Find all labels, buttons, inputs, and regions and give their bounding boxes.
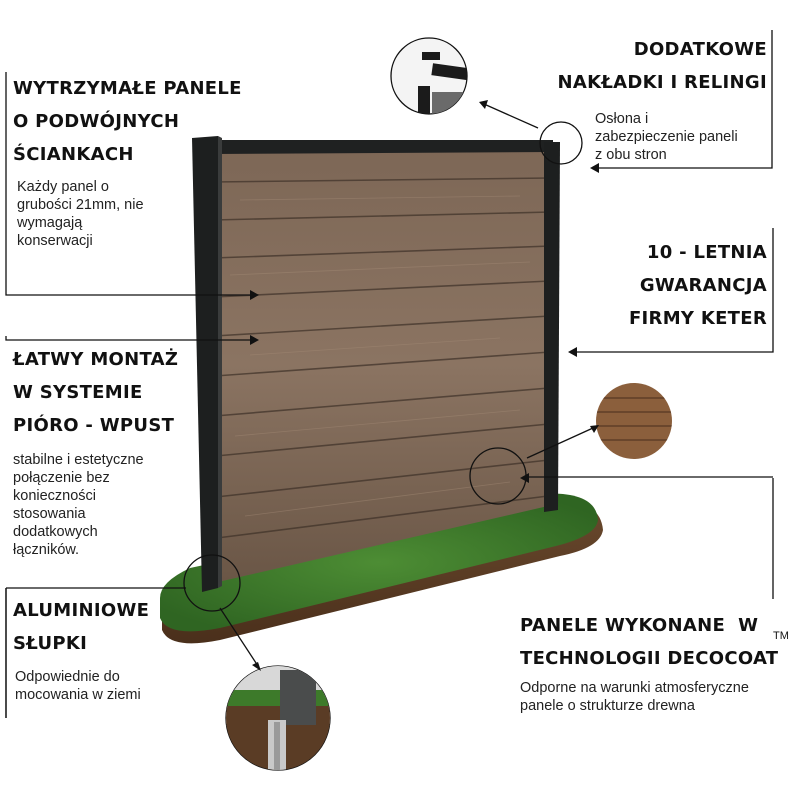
cap-detail-image — [390, 37, 468, 115]
wood-texture-swatch — [596, 383, 672, 459]
trademark-mark: TM — [773, 630, 789, 642]
callout-lines — [5, 30, 774, 718]
mounting-heading: ŁATWY MONTAŻ W SYSTEMIE PIÓRO - WPUST — [13, 349, 179, 436]
mounting-description: stabilne i estetyczne połączenie bez kon… — [13, 452, 144, 558]
aluminium-posts — [192, 136, 560, 592]
posts-description: Odpowiednie do mocowania w ziemi — [15, 669, 141, 703]
caps-description: Osłona i zabezpieczenie paneli z obu str… — [595, 111, 738, 163]
caps-heading: DODATKOWE NAKŁADKI I RELINGI — [557, 39, 767, 93]
ground-post-detail-image — [225, 665, 331, 771]
panels-heading: WYTRZYMAŁE PANELE O PODWÓJNYCH ŚCIANKACH — [13, 78, 242, 165]
decocoat-heading: PANELE WYKONANE W TECHNOLOGII DECOCOAT — [520, 615, 779, 669]
posts-heading: ALUMINIOWE SŁUPKI — [13, 600, 150, 654]
arrowheads — [250, 100, 599, 671]
decocoat-description: Odporne na warunki atmosferyczne panele … — [520, 680, 749, 714]
warranty-heading: 10 - LETNIA GWARANCJA FIRMY KETER — [628, 242, 767, 329]
ground-base — [160, 493, 603, 644]
wood-panel — [211, 140, 553, 582]
panels-description: Każdy panel o grubości 21mm, nie wymagaj… — [17, 179, 144, 249]
